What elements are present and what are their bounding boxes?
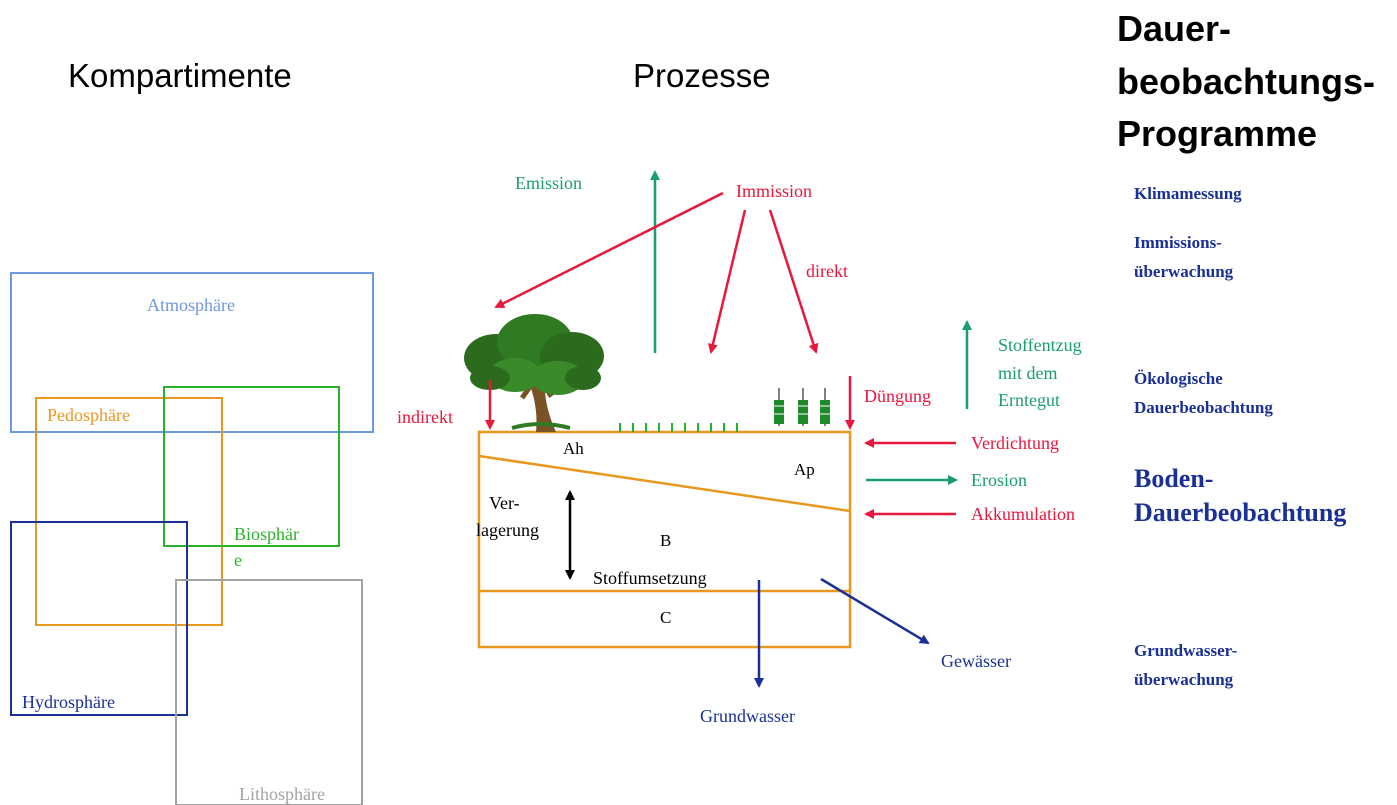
header-kompartimente: Kompartimente: [68, 57, 292, 94]
label-atmosphaere: Atmosphäre: [147, 295, 235, 315]
immission-to-grass-arrow: [708, 209, 747, 354]
label-immission: Immission: [736, 181, 812, 201]
label-verdichtung: Verdichtung: [971, 433, 1059, 453]
header-programme-line2: beobachtungs-: [1117, 61, 1375, 102]
atmosphaere-box: [10, 272, 374, 433]
crop-plants-icon: [774, 388, 830, 426]
label-biosphaere-line1: Biosphär: [234, 524, 299, 544]
immission-direkt-arrow: [768, 209, 819, 354]
programme-grundwasser-line2: überwachung: [1134, 670, 1234, 689]
immission-to-tree-arrow: [494, 191, 724, 309]
label-stoffentzug-line1: Stoffentzug: [998, 335, 1082, 355]
label-gewaesser: Gewässer: [941, 651, 1011, 671]
label-grundwasser: Grundwasser: [700, 706, 795, 726]
label-duengung: Düngung: [864, 386, 931, 406]
tree-icon: [464, 314, 604, 432]
label-pedosphaere: Pedosphäre: [47, 405, 130, 425]
biosphaere-box: [163, 386, 340, 547]
label-lithosphaere: Lithosphäre: [239, 784, 325, 804]
programme-klimamessung: Klimamessung: [1134, 184, 1242, 203]
label-erosion: Erosion: [971, 470, 1027, 490]
soil-profile-box: [477, 430, 852, 649]
header-programme-line3: Programme: [1117, 113, 1317, 154]
label-stoffentzug-line3: Erntegut: [998, 390, 1060, 410]
programme-immission-line1: Immissions-: [1134, 233, 1222, 252]
horizon-ap: Ap: [794, 460, 815, 479]
label-direkt: direkt: [806, 261, 848, 281]
gewaesser-arrow: [820, 577, 930, 645]
header-programme-line1: Dauer-: [1117, 8, 1231, 49]
lithosphaere-box: [175, 579, 363, 805]
horizon-ah: Ah: [563, 439, 584, 458]
pedosphaere-box: [35, 397, 223, 626]
label-stoffumsetzung: Stoffumsetzung: [593, 568, 707, 588]
programme-immission-line2: überwachung: [1134, 262, 1234, 281]
label-hydrosphaere: Hydrosphäre: [22, 692, 115, 712]
programme-oeko-line1: Ökologische: [1134, 369, 1223, 388]
horizon-boundary-ah-b: [478, 454, 851, 513]
label-emission: Emission: [515, 173, 582, 193]
header-prozesse: Prozesse: [633, 57, 771, 94]
programme-oeko-line2: Dauerbeobachtung: [1134, 398, 1273, 417]
label-verlagerung-line2: lagerung: [476, 520, 539, 540]
programme-boden-line2: Dauerbeobachtung: [1134, 498, 1346, 527]
hydrosphaere-box: [10, 521, 188, 716]
grass-icon: [619, 423, 738, 432]
horizon-c: C: [660, 608, 671, 627]
programme-grundwasser-line1: Grundwasser-: [1134, 641, 1238, 660]
label-akkumulation: Akkumulation: [971, 504, 1075, 524]
label-indirekt: indirekt: [397, 407, 453, 427]
label-stoffentzug-line2: mit dem: [998, 363, 1058, 383]
programme-boden-line1: Boden-: [1134, 464, 1213, 493]
horizon-b: B: [660, 531, 671, 550]
label-biosphaere-line2: e: [234, 550, 242, 570]
label-verlagerung-line1: Ver-: [489, 493, 520, 513]
